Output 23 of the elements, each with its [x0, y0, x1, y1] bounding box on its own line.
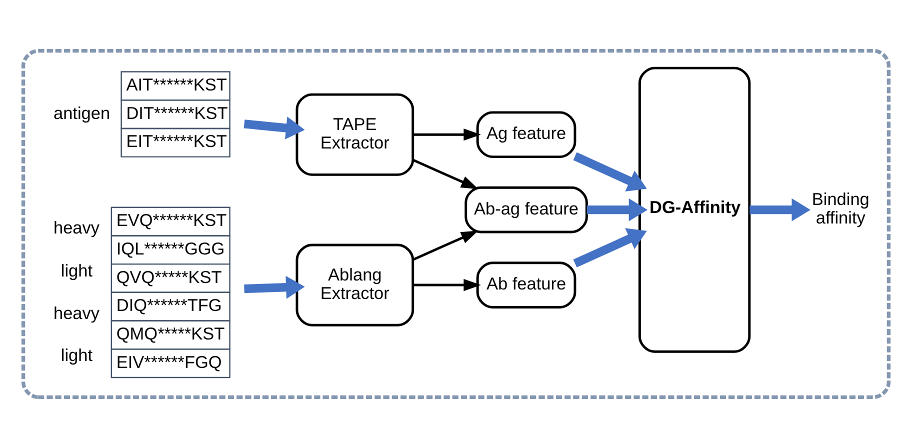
arrow	[412, 158, 478, 190]
arrow	[244, 116, 305, 140]
arrow	[750, 198, 810, 222]
node-box: Ab feature	[476, 262, 576, 308]
node-text: Binding affinity	[812, 189, 870, 228]
node-box: Ag feature	[476, 111, 576, 158]
arrow	[573, 228, 647, 268]
node-box: DG-Affinity	[638, 66, 751, 353]
arrow	[586, 198, 648, 222]
node-label: heavy	[53, 217, 100, 238]
node-box: Ablang Extractor	[296, 244, 414, 326]
arrow	[244, 276, 305, 299]
arrow	[412, 128, 481, 141]
node-box: TAPE Extractor	[296, 93, 414, 176]
cluster	[21, 48, 891, 400]
node-box: Ab-ag feature	[464, 186, 588, 234]
arrow	[412, 278, 481, 292]
arrow	[412, 230, 478, 261]
node-label: heavy	[53, 303, 100, 324]
node-label: antigen	[53, 102, 110, 123]
arrow	[573, 152, 647, 192]
node-label: light	[60, 260, 93, 281]
node-label: light	[60, 345, 93, 366]
